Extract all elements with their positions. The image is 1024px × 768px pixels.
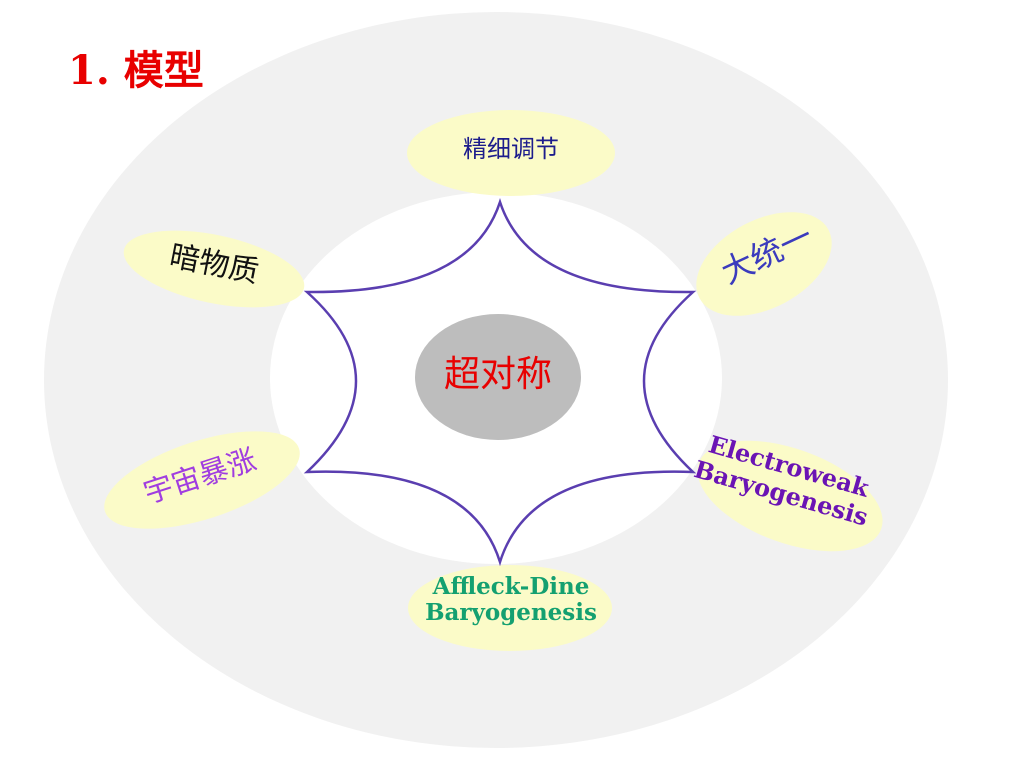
title-number: 1. [68,47,110,94]
page-title: 1. 模型 [68,38,204,96]
bubble-dark-matter [123,230,305,308]
bubble-affleck-dine [408,565,612,651]
center-node [415,314,581,440]
affleck-dine-line-2: Baryogenesis [425,599,597,627]
bubble-gut [696,212,832,316]
bubble-electroweak [697,440,883,552]
bubble-inflation [104,431,300,529]
node-label-affleck-dine: Affleck-Dine Baryogenesis [400,573,622,627]
bubble-fine-tuning [407,110,615,196]
node-label-fine-tuning: 精细调节 [463,135,559,163]
affleck-dine-line-1: Affleck-Dine [432,573,590,600]
center-label-supersymmetry: 超对称 [443,354,552,395]
title-text: 模型 [123,47,204,94]
